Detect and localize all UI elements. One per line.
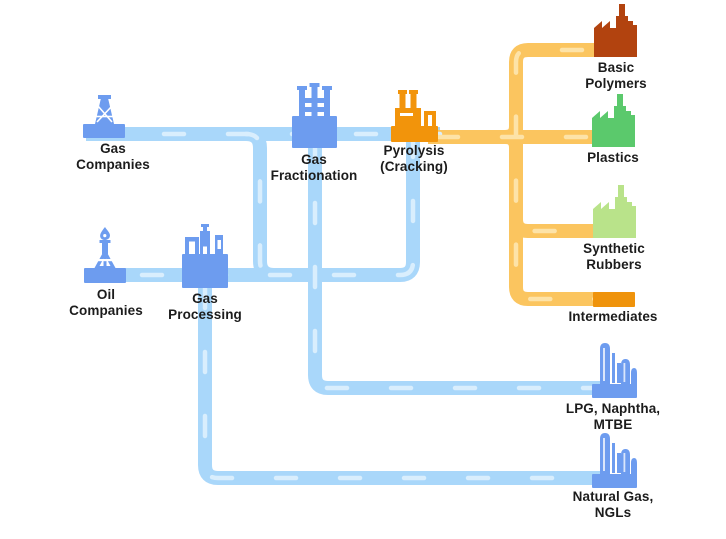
fractionation-plant-icon [292,83,337,148]
pipe-dash [117,135,416,278]
factory-icon [594,4,637,57]
basic-polymers-label: Basic Polymers [585,60,647,91]
gas-companies-label: Gas Companies [76,141,150,172]
flare-stack-icon [84,227,126,283]
factory-icon [592,94,635,147]
pipe-dash [243,131,277,278]
refinery-icon [592,343,637,398]
lpg-naphtha-mtbe-label: LPG, Naphtha, MTBE [565,401,661,432]
processing-plant-icon [182,224,228,288]
gas-processing-label: Gas Processing [168,291,242,322]
pipe-dash [202,255,603,481]
refinery-icon [592,433,637,488]
cracking-plant-icon [391,90,438,142]
pipe-trunk-basic-polymers-to-intermediates [509,43,600,306]
pipe-branch-synthetic-rubbers [509,218,600,238]
bar-icon [593,292,635,307]
pipe-dash [312,140,603,391]
natural-gas-ngls-label: Natural Gas, NGLs [572,489,654,520]
oil-companies-label: Oil Companies [69,287,143,318]
plastics-label: Plastics [587,150,639,165]
pyrolysis-label: Pyrolysis (Cracking) [380,143,448,174]
intermediates-label: Intermediates [568,309,658,324]
gas-fractionation-label: Gas Fractionation [270,152,358,183]
oil-rig-icon [83,95,125,138]
synthetic-rubbers-label: Synthetic Rubbers [583,241,645,272]
factory-icon [593,185,636,238]
